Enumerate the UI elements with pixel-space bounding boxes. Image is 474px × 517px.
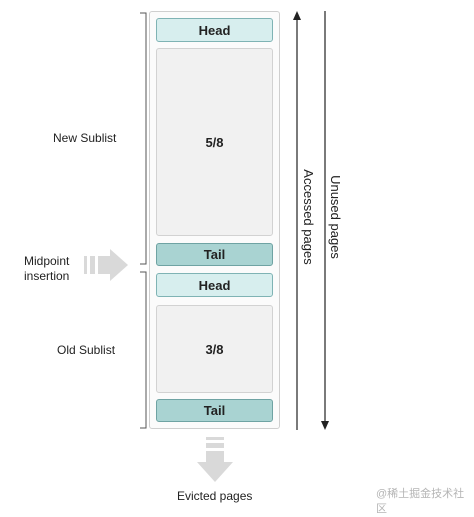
new-sublist-label: New Sublist [53, 131, 117, 145]
unused-pages-arrowhead [321, 421, 329, 430]
unused-pages-label: Unused pages [328, 172, 343, 262]
old-sublist-body: 3/8 [156, 305, 273, 393]
new-sublist-body: 5/8 [156, 48, 273, 236]
evicted-pages-arrow [197, 437, 233, 482]
old-sublist-bracket [140, 271, 147, 429]
new-sublist-bracket [140, 12, 147, 265]
midpoint-label: Midpoint insertion [24, 254, 69, 284]
old-sublist-label: Old Sublist [57, 343, 116, 357]
accessed-pages-arrowhead [293, 11, 301, 20]
midpoint-label-line2: insertion [24, 269, 70, 283]
new-sublist-tail: Tail [156, 243, 273, 266]
watermark: @稀土掘金技术社区 [376, 488, 465, 515]
new-sublist-head: Head [156, 18, 273, 42]
midpoint-insertion-arrow [84, 249, 128, 281]
midpoint-label-line1: Midpoint [24, 254, 70, 268]
old-sublist-head: Head [156, 273, 273, 297]
accessed-pages-label: Accessed pages [301, 167, 316, 267]
evicted-pages-label: Evicted pages [177, 489, 253, 503]
old-sublist-tail: Tail [156, 399, 273, 422]
